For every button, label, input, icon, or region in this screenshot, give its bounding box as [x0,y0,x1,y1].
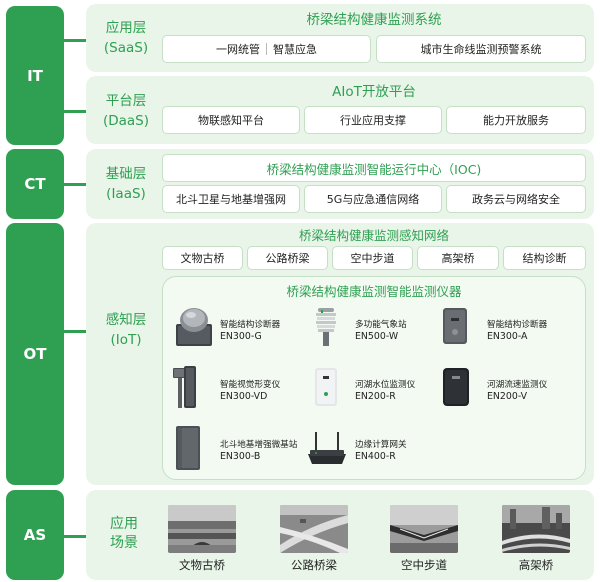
iot-tag-ancient-bridge: 文物古桥 [162,246,243,270]
iaas-box-1-label: 北斗卫星与地基增强网 [176,193,286,206]
daas-box-open-service: 能力开放服务 [446,106,586,134]
daas-box-1-label: 物联感知平台 [198,114,264,127]
iot-label-line1: 感知层 [105,312,147,328]
scene-4-caption: 高架桥 [518,558,554,572]
category-ct: CT [6,149,64,219]
scenes-layer-label: 应用 场景 [92,515,156,553]
saas-label-line2: (SaaS) [103,40,149,56]
saas-box-lifeline: 城市生命线监测预警系统 [376,35,586,63]
device-2-model: EN500-W [355,331,399,342]
iot-title: 桥梁结构健康监测感知网络 [298,228,449,243]
saas-box1-divider [266,43,267,55]
connector-iot [64,330,88,333]
vision-camera-icon [173,366,196,408]
connector-daas [64,110,88,113]
scene-2-caption: 公路桥梁 [291,558,337,572]
iot-tag-3-label: 空中步道 [350,252,395,265]
water-level-icon [315,368,337,406]
instruments-panel [162,276,586,480]
device-5-model: EN200-R [355,391,396,402]
device-6-model: EN200-V [487,391,528,402]
device-8-model: EN400-R [355,451,396,462]
iot-layer-label: 感知层 (IoT) [94,310,158,350]
iot-tag-1-label: 文物古桥 [180,252,225,265]
scenes-label-line2: 场景 [110,535,138,551]
iot-tag-4-label: 高架桥 [441,252,475,265]
iaas-box-beidou: 北斗卫星与地基增强网 [162,185,300,213]
iaas-box-5g: 5G与应急通信网络 [304,185,442,213]
daas-label-line2: (DaaS) [102,113,150,129]
connector-scenes [64,535,88,538]
saas-box1-right: 智慧应急 [273,43,317,56]
iaas-box-2-label: 5G与应急通信网络 [326,193,420,206]
category-as-label: AS [23,526,47,544]
category-it: IT [6,6,64,145]
iot-tag-viaduct: 高架桥 [417,246,499,270]
device-3-name: 智能结构诊断器 [487,320,548,330]
daas-label-line1: 平台层 [105,93,147,109]
saas-box-unified: 一网统管 智慧应急 [162,35,371,63]
iot-tag-2-label: 公路桥梁 [265,252,310,265]
gnss-station-icon [176,426,200,470]
category-ot-label: OT [23,345,47,363]
sensor-disc-icon [176,308,212,346]
saas-title: 桥梁结构健康监测系统 [306,12,442,28]
iot-tag-5-label: 结构诊断 [522,252,567,265]
iaas-box-3-label: 政务云与网络安全 [472,193,560,206]
highway-bridge-photo [280,505,348,553]
iot-tag-highway-bridge: 公路桥梁 [247,246,328,270]
device-4-model: EN300-VD [220,391,268,402]
daas-box-industry: 行业应用支撑 [304,106,442,134]
iaas-layer-label: 基础层 (IaaS) [94,164,158,204]
viaduct-photo [502,505,570,553]
iot-tag-structure-diagnosis: 结构诊断 [503,246,586,270]
category-as: AS [6,490,64,580]
device-1-model: EN300-G [220,331,262,342]
scene-1-caption: 文物古桥 [179,558,225,572]
device-2-name: 多功能气象站 [355,320,407,330]
category-ot: OT [6,223,64,485]
iaas-box-cloud: 政务云与网络安全 [446,185,586,213]
scenes-label-line1: 应用 [110,516,138,532]
flow-meter-icon [443,368,469,406]
device-4-name: 智能视觉形变仪 [220,380,281,390]
scene-3-caption: 空中步道 [401,558,447,572]
weather-station-icon [316,308,336,346]
device-6-name: 河湖流速监测仪 [487,380,548,390]
connector-saas [64,39,88,42]
skywalk-photo [390,505,458,553]
device-5-name: 河湖水位监测仪 [355,380,416,390]
iot-label-line2: (IoT) [110,332,142,348]
saas-box1-left: 一网统管 [216,43,260,56]
iaas-label-line2: (IaaS) [106,186,146,202]
edge-gateway-icon [308,432,346,464]
instruments-title: 桥梁结构健康监测智能监测仪器 [286,284,462,299]
daas-layer-label: 平台层 (DaaS) [94,91,158,131]
iot-tag-skywalk: 空中步道 [332,246,413,270]
device-8-name: 边缘计算网关 [355,440,407,450]
iaas-label-line1: 基础层 [105,166,147,182]
device-7-model: EN300-B [220,451,261,462]
diagnosis-box-icon [443,308,467,344]
iaas-title: 桥梁结构健康监测智能运行中心（IOC) [266,161,482,177]
connector-iaas [64,183,88,186]
ancient-bridge-photo [168,505,236,553]
daas-box-3-label: 能力开放服务 [483,114,549,127]
category-it-label: IT [27,66,43,85]
device-3-model: EN300-A [487,331,528,342]
category-ct-label: CT [24,175,46,193]
saas-layer-label: 应用层 (SaaS) [94,18,158,58]
daas-title: AIoT开放平台 [332,84,416,100]
daas-box-iot-platform: 物联感知平台 [162,106,300,134]
daas-box-2-label: 行业应用支撑 [340,114,406,127]
saas-label-line1: 应用层 [105,20,147,36]
iaas-title-box: 桥梁结构健康监测智能运行中心（IOC) [162,154,586,182]
device-7-name: 北斗地基增强微基站 [220,440,298,450]
saas-box2-label: 城市生命线监测预警系统 [420,43,542,56]
device-1-name: 智能结构诊断器 [220,320,281,330]
